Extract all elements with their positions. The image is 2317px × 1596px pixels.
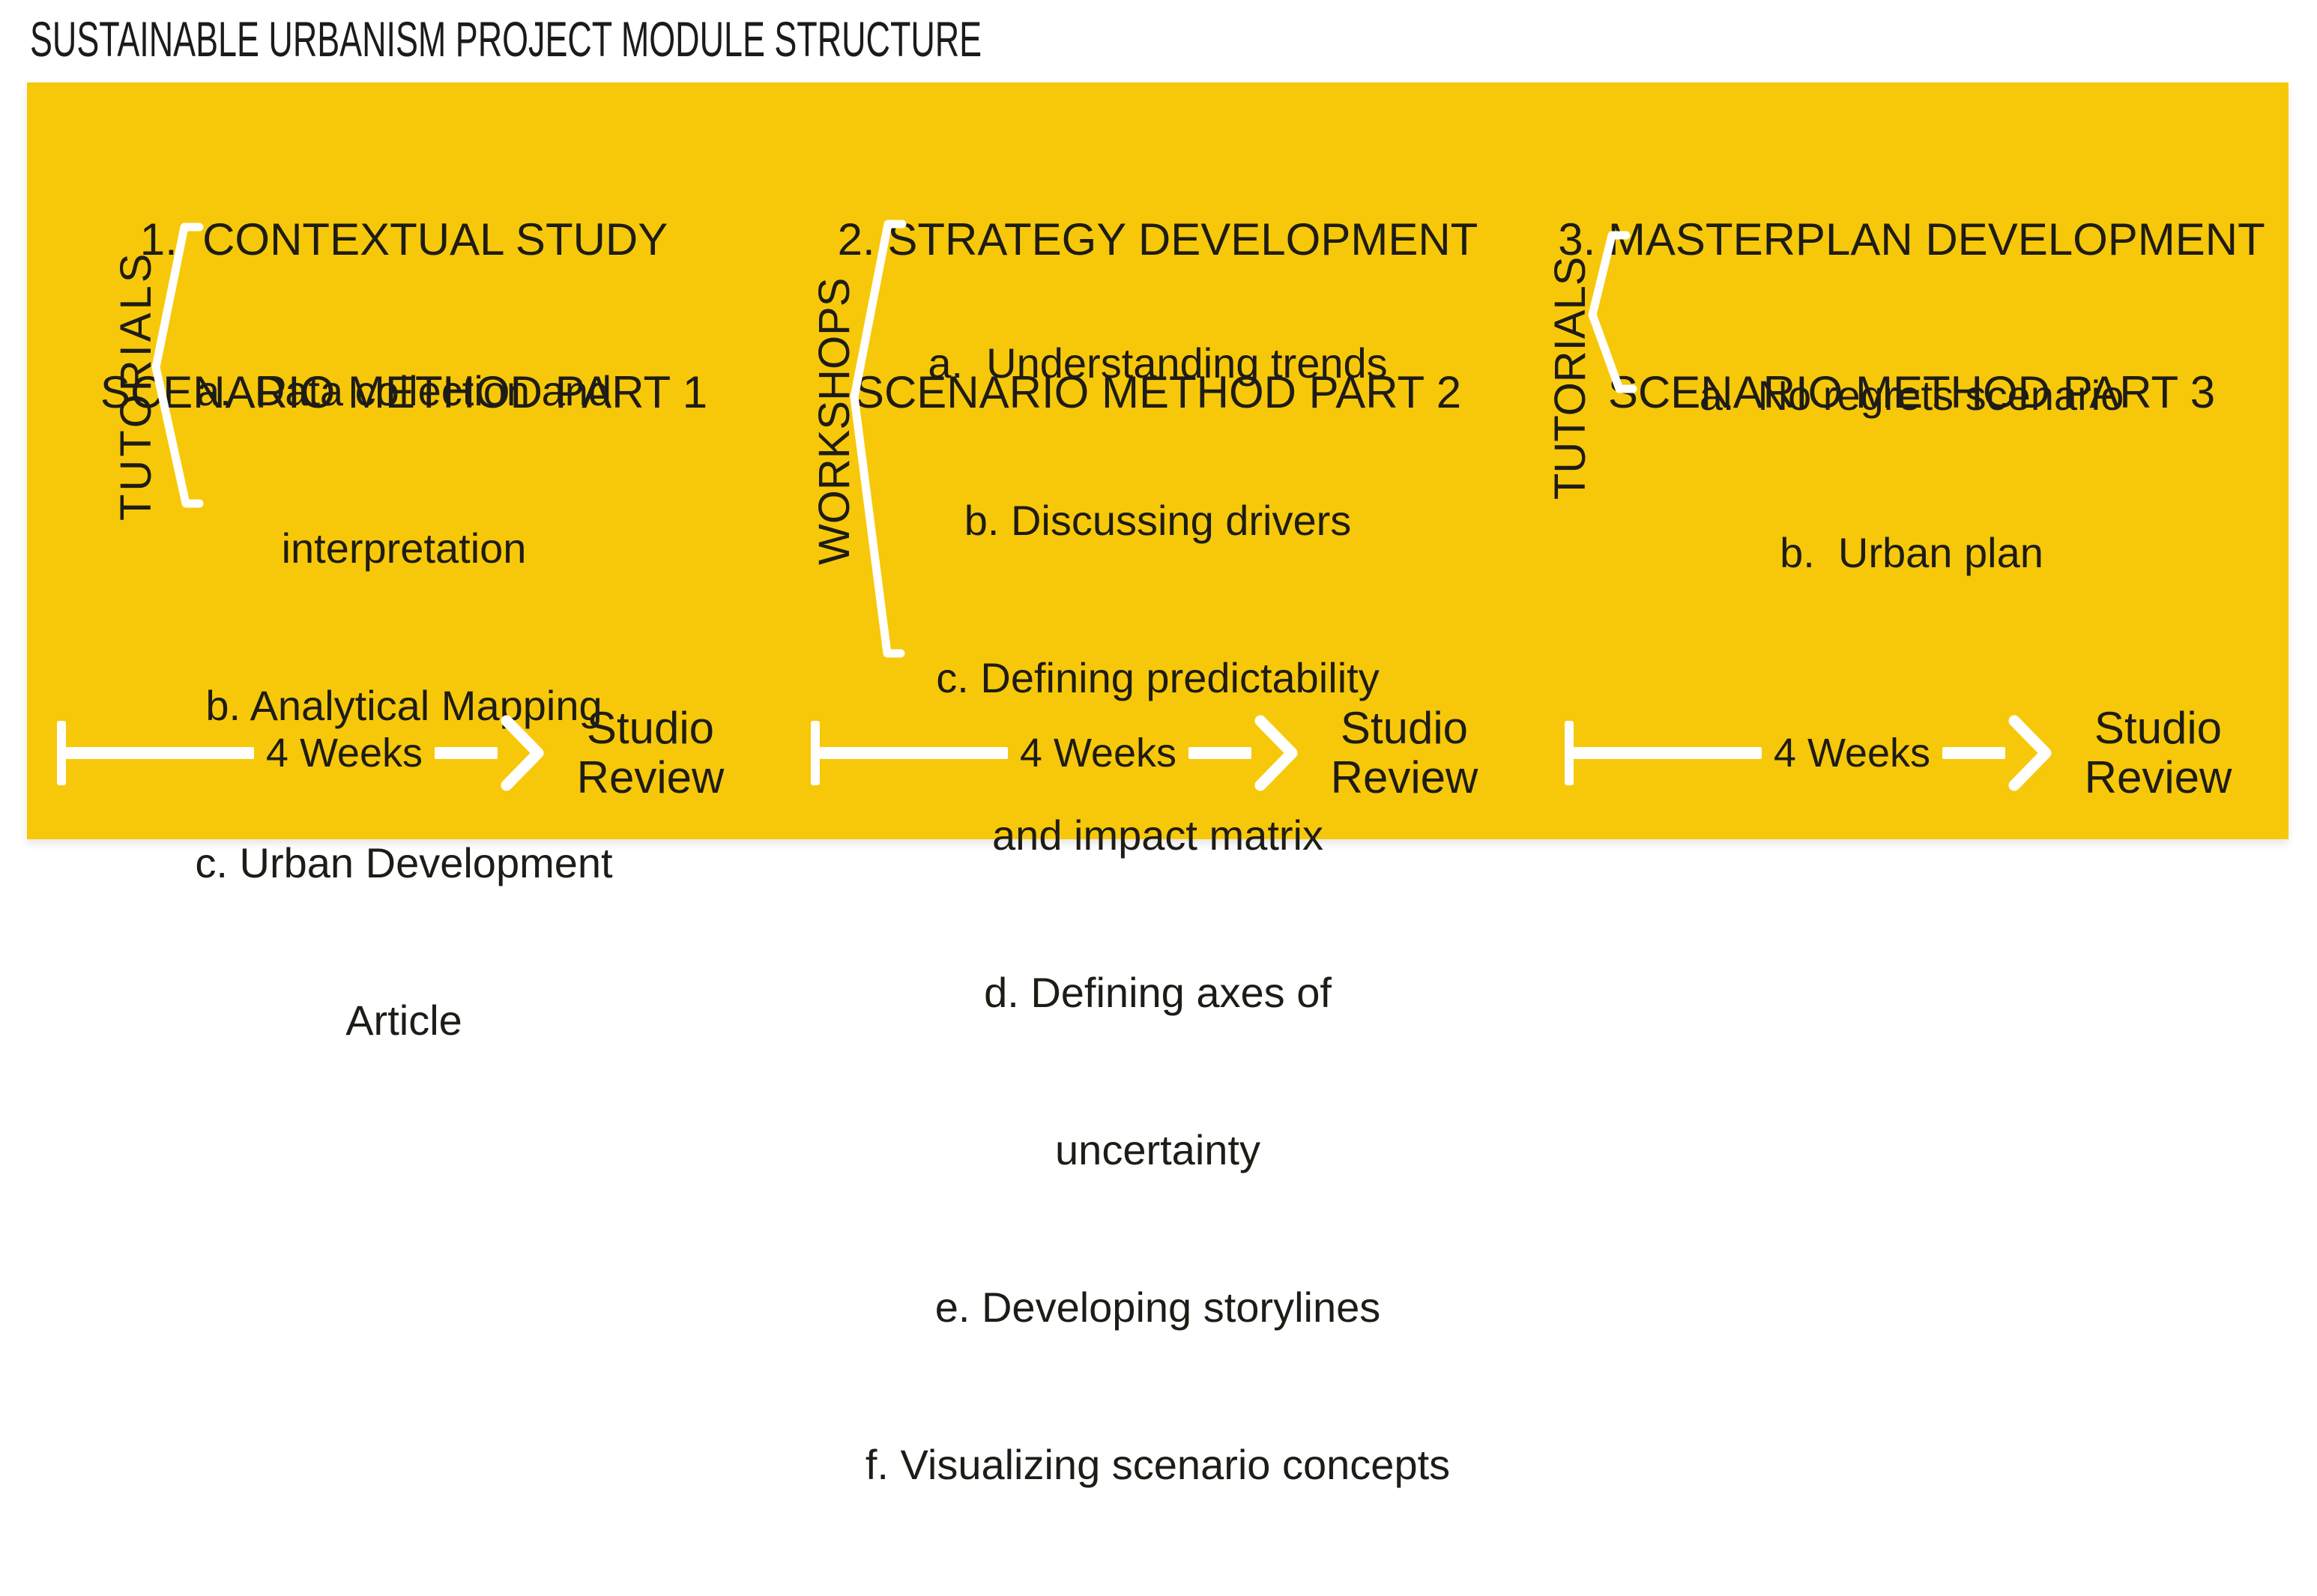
timeline-duration-label: 4 Weeks xyxy=(1019,731,1176,776)
activity-line: b. Discussing drivers xyxy=(964,497,1352,544)
page-title: SUSTAINABLE URBANISM PROJECT MODULE STRU… xyxy=(30,11,982,67)
timeline-bar-icon xyxy=(820,747,1008,759)
milestone-line2: Review xyxy=(2084,752,2232,802)
module-column-1: 1. CONTEXTUAL STUDY SCENARIO METHOD PART… xyxy=(27,82,781,1044)
timeline-bar-icon xyxy=(1574,747,1762,759)
milestone-line1: Studio xyxy=(586,703,715,753)
milestone-line1: Studio xyxy=(2094,703,2223,753)
timeline-bar-icon xyxy=(1188,747,1251,759)
module-1-heading-line1: 1. CONTEXTUAL STUDY xyxy=(139,214,668,265)
timeline-start-tick-icon xyxy=(1565,721,1574,785)
arrow-right-icon xyxy=(2008,715,2052,791)
timeline-bar-icon xyxy=(435,747,498,759)
activity-line: c. Defining predictability xyxy=(936,654,1380,701)
milestone-line1: Studio xyxy=(1340,703,1469,753)
module-column-2: 2. STRATEGY DEVELOPMENT SCENARIO METHOD … xyxy=(781,82,1535,1488)
timeline-bar-icon xyxy=(1942,747,2005,759)
activity-line: a. No regrets scenario xyxy=(1699,372,2124,419)
arrow-right-icon xyxy=(501,715,544,791)
activity-line: e. Developing storylines xyxy=(934,1284,1381,1331)
module-1-heading-line2: SCENARIO METHOD PART 1 xyxy=(100,367,708,417)
activity-line: a. Understanding trends xyxy=(928,339,1388,387)
module-2-activities: a. Understanding trends b. Discussing dr… xyxy=(781,232,1535,1596)
module-column-3: 3. MASTERPLAN DEVELOPMENT SCENARIO METHO… xyxy=(1535,82,2289,839)
activity-line: a. Data collection and xyxy=(196,367,612,414)
milestone-line2: Review xyxy=(1330,752,1478,802)
module-3-heading: 3. MASTERPLAN DEVELOPMENT SCENARIO METHO… xyxy=(1535,112,2289,520)
module-3-heading-line1: 3. MASTERPLAN DEVELOPMENT xyxy=(1558,214,2265,265)
module-2-heading-line1: 2. STRATEGY DEVELOPMENT xyxy=(837,214,1478,265)
activity-line: b. Analytical Mapping xyxy=(205,682,602,729)
activity-line: c. Urban Development xyxy=(195,839,613,886)
activity-line: f. Visualizing scenario concepts xyxy=(865,1441,1451,1488)
timeline-bar-icon xyxy=(66,747,254,759)
milestone-line2: Review xyxy=(576,752,725,802)
module-3-heading-line2: SCENARIO METHOD PART 3 xyxy=(1607,367,2216,417)
timeline-start-tick-icon xyxy=(57,721,66,785)
activity-line: uncertainty xyxy=(1055,1126,1260,1173)
module-structure-panel: 1. CONTEXTUAL STUDY SCENARIO METHOD PART… xyxy=(27,82,2289,1488)
module-1-heading: 1. CONTEXTUAL STUDY SCENARIO METHOD PART… xyxy=(27,112,781,520)
activity-line: Article xyxy=(345,997,462,1044)
module-2-heading: 2. STRATEGY DEVELOPMENT SCENARIO METHOD … xyxy=(781,112,1535,520)
activity-line: b. Urban plan xyxy=(1780,529,2043,576)
timeline-duration-label: 4 Weeks xyxy=(1773,731,1930,776)
timeline-duration-label: 4 Weeks xyxy=(265,731,423,776)
activity-line: interpretation xyxy=(281,525,527,572)
module-3-activities: a. No regrets scenario b. Urban plan xyxy=(1535,265,2289,684)
timeline-start-tick-icon xyxy=(811,721,820,785)
activity-line: d. Defining axes of xyxy=(984,969,1332,1016)
arrow-right-icon xyxy=(1254,715,1298,791)
activity-line: and impact matrix xyxy=(992,811,1323,859)
